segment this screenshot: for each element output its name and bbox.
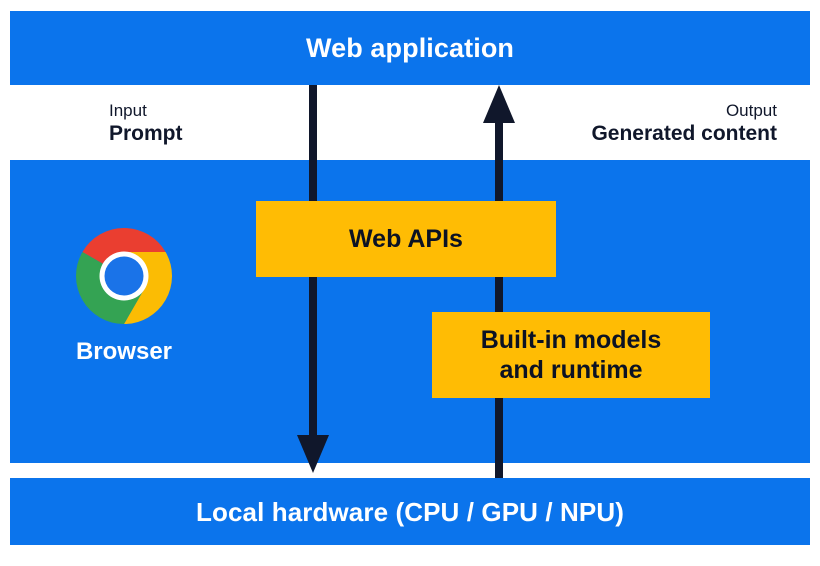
box-web-apis-label: Web APIs <box>349 224 463 253</box>
box-builtin-models-line2: and runtime <box>499 356 643 384</box>
caption-output-kind: Output <box>725 101 777 120</box>
box-builtin-models-line1: Built-in models <box>480 325 662 354</box>
band-browser-label: Browser <box>75 338 173 365</box>
caption-output: Output Generated content <box>591 100 777 147</box>
box-builtin-models: Built-in models and runtime <box>432 312 710 398</box>
band-web-application: Web application <box>10 11 810 85</box>
band-local-hardware: Local hardware (CPU / GPU / NPU) <box>10 478 810 545</box>
input-arrow-down <box>297 85 329 473</box>
box-web-apis: Web APIs <box>256 201 556 277</box>
caption-output-value: Generated content <box>591 122 777 146</box>
caption-input-value: Prompt <box>109 122 183 146</box>
caption-input: Input Prompt <box>109 100 183 147</box>
caption-input-kind: Input <box>109 101 147 120</box>
browser-group: Browser <box>44 228 204 366</box>
band-web-application-label: Web application <box>305 33 515 63</box>
output-arrow-up <box>483 85 515 485</box>
chrome-logo <box>76 228 172 324</box>
box-builtin-models-label: Built-in models and runtime <box>481 325 662 386</box>
band-local-hardware-label: Local hardware (CPU / GPU / NPU) <box>196 497 624 527</box>
